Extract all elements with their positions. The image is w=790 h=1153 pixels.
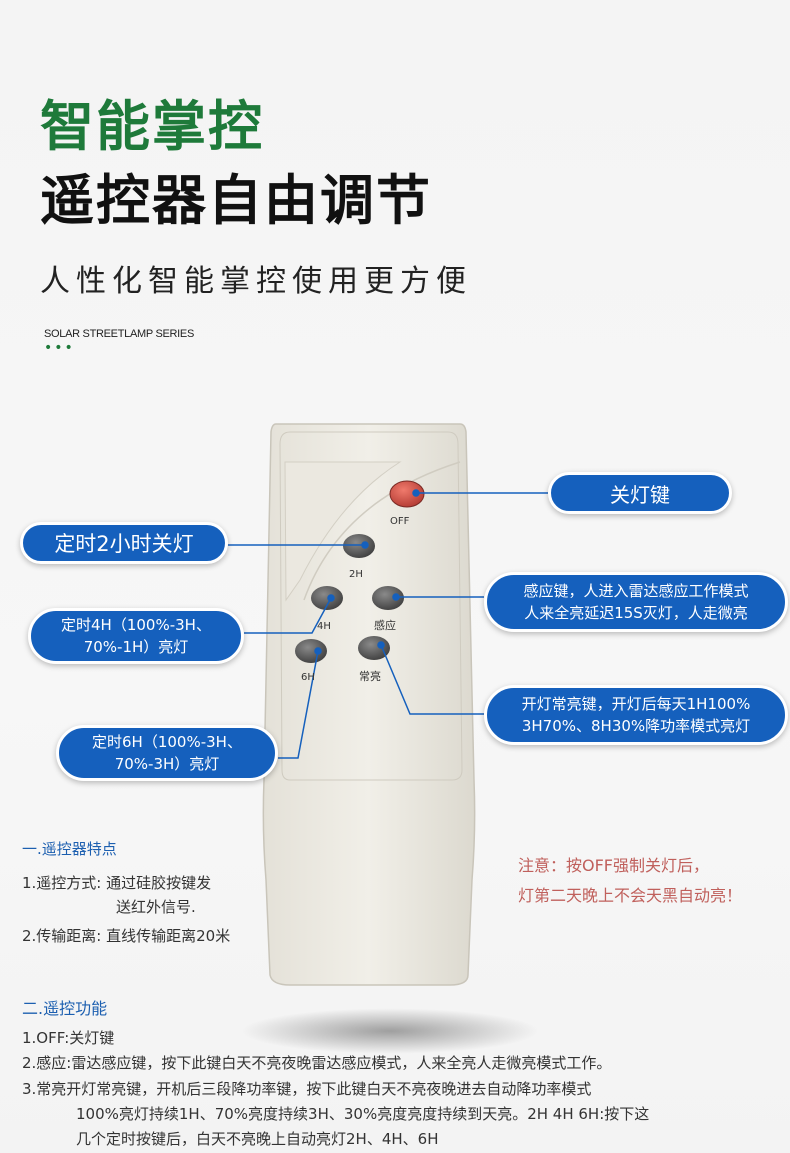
constant-button-label: 常亮 (359, 669, 381, 683)
6h-button-label: 6H (301, 672, 315, 683)
off-button-label: OFF (390, 516, 410, 527)
section2-item2: 2.感应:雷达感应键，按下此键白天不亮夜晚雷达感应模式，人来全亮人走微亮模式工作… (22, 1054, 612, 1072)
note-line2: 灯第二天晚上不会天黑自动亮！ (518, 886, 743, 905)
callout-4h: 定时4H（100%-3H、 70%-1H）亮灯 (28, 608, 244, 664)
sense-button-label: 感应 (374, 618, 396, 632)
section2-heading: 二.遥控功能 (22, 999, 108, 1018)
2h-button-label: 2H (349, 569, 363, 580)
leader-4h (244, 597, 332, 634)
callout-constant: 开灯常亮键，开灯后每天1H100% 3H70%、8H30%降功率模式亮灯 (484, 685, 788, 745)
remote-shadow (240, 1008, 540, 1054)
4h-button-label: 4H (317, 621, 331, 632)
section1-item1-label: 1.遥控方式: (22, 874, 107, 892)
callout-constant-line2: 3H70%、8H30%降功率模式亮灯 (521, 717, 751, 735)
callout-4h-line2: 70%-1H）亮灯 (83, 638, 189, 656)
callout-off: 关灯键 (548, 472, 732, 514)
4h-button-shape (311, 586, 343, 610)
section1-item2: 2.传输距离: 直线传输距离20米 (22, 927, 231, 945)
remote-panel (279, 431, 463, 781)
callout-sense-line1: 感应键，人进入雷达感应工作模式 (523, 582, 749, 600)
2h-button-shape (343, 534, 375, 558)
remote-body (262, 423, 476, 986)
section1-item1-line2: 送红外信号. (116, 898, 196, 916)
section2-item3-line1: 3.常亮开灯常亮键，开机后三段降功率键，按下此键白天不亮夜晚进去自动降功率模式 (22, 1080, 592, 1098)
section1-item1: 1.遥控方式: 通过硅胶按键发 (22, 872, 211, 893)
note-line1: 注意：按OFF强制关灯后， (518, 856, 710, 875)
callout-6h: 定时6H（100%-3H、 70%-3H）亮灯 (56, 725, 278, 781)
callout-4h-line1: 定时4H（100%-3H、 (61, 616, 211, 634)
sense-button-shape (372, 586, 404, 610)
section2-item3-line3: 几个定时按键后，白天不亮晚上自动亮灯2H、4H、6H (76, 1130, 439, 1148)
subtitle: 人性化智能掌控使用更方便 (40, 264, 472, 299)
off-button-shape (389, 480, 425, 508)
section2-item1: 1.OFF:关灯键 (22, 1029, 115, 1047)
callout-constant-line1: 开灯常亮键，开灯后每天1H100% (521, 695, 751, 713)
callout-2h: 定时2小时关灯 (20, 522, 228, 564)
leader-6h (278, 650, 319, 759)
callout-off-text: 关灯键 (610, 482, 670, 507)
series-label: SOLAR STREETLAMP SERIES (44, 328, 195, 340)
6h-button-shape (295, 639, 327, 663)
callout-sense-line2: 人来全亮延迟15S灭灯，人走微亮 (524, 604, 748, 622)
callout-6h-line2: 70%-3H）亮灯 (114, 755, 220, 773)
leader-constant (380, 644, 484, 715)
callout-sense: 感应键，人进入雷达感应工作模式 人来全亮延迟15S灭灯，人走微亮 (484, 572, 788, 632)
title-line-2: 遥控器自由调节 (40, 169, 432, 232)
section2-item3-line2: 100%亮灯持续1H、70%亮度持续3H、30%亮度亮度持续到天亮。2H 4H … (76, 1105, 650, 1123)
remote-panel-curve (284, 461, 402, 602)
decorative-dots: ••• (44, 340, 75, 356)
title-line-1: 智能掌控 (40, 95, 264, 158)
section1-heading: 一.遥控器特点 (22, 840, 117, 858)
callout-2h-text: 定时2小时关灯 (54, 532, 194, 556)
callout-6h-line1: 定时6H（100%-3H、 (92, 733, 242, 751)
section1-item1-line1: 通过硅胶按键发 (106, 874, 212, 892)
